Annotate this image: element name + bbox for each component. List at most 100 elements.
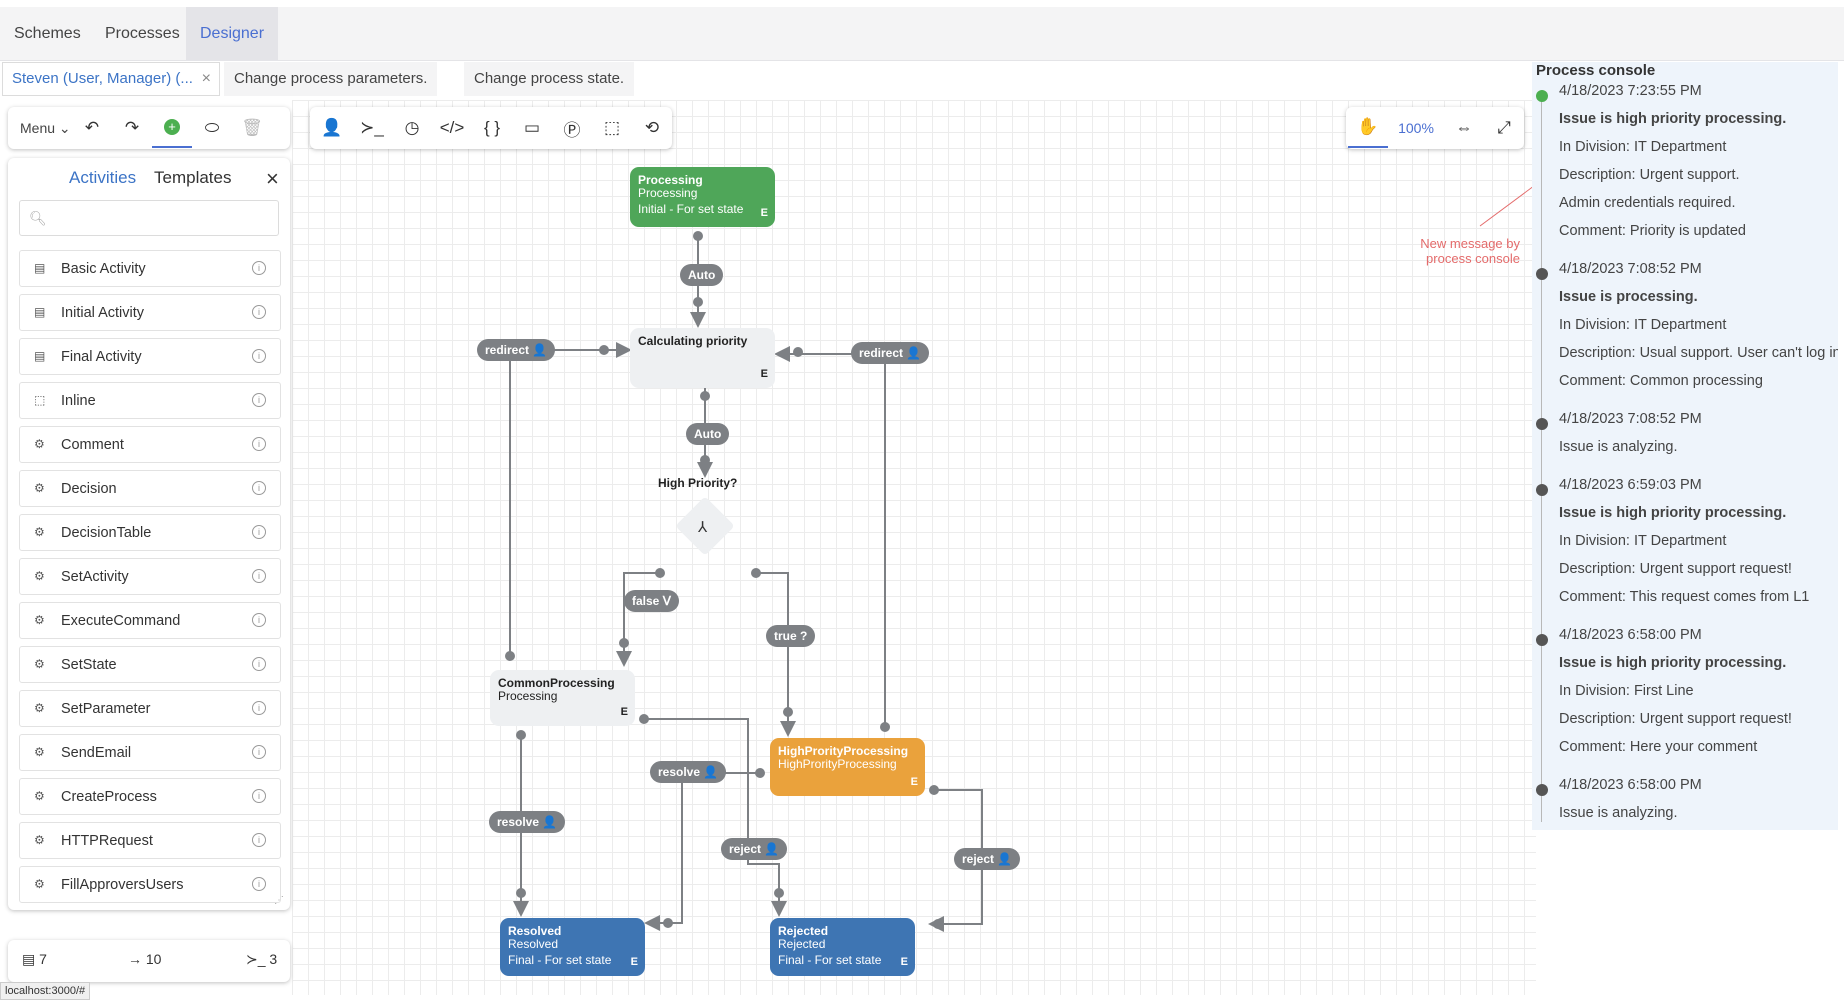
transition-label-redirect[interactable]: redirect 👤 bbox=[851, 342, 930, 364]
menu-dropdown[interactable]: Menu ⌄ bbox=[8, 120, 72, 137]
info-icon[interactable]: i bbox=[252, 393, 266, 407]
braces-icon: { } bbox=[483, 118, 501, 137]
info-icon[interactable]: i bbox=[252, 569, 266, 583]
info-icon[interactable]: i bbox=[252, 745, 266, 759]
console-message: In Division: IT Department bbox=[1559, 139, 1727, 155]
console-message: Issue is analyzing. bbox=[1559, 805, 1678, 821]
transition-label-true[interactable]: true ? bbox=[766, 625, 816, 647]
tab-templates[interactable]: Templates bbox=[154, 168, 232, 187]
resize-handle[interactable]: ⋰ bbox=[274, 895, 284, 906]
node-processing[interactable]: Processing Processing Initial - For set … bbox=[630, 167, 775, 227]
info-icon[interactable]: i bbox=[252, 261, 266, 275]
console-message: In Division: IT Department bbox=[1559, 317, 1727, 333]
info-icon[interactable]: i bbox=[252, 701, 266, 715]
history-button[interactable]: ⟲ bbox=[632, 108, 672, 148]
change-state-link[interactable]: Change process state. bbox=[464, 62, 635, 96]
commands-button[interactable]: ≻_ bbox=[352, 108, 392, 148]
hand-icon: ✋ bbox=[1357, 117, 1379, 136]
console-message: Description: Urgent support request! bbox=[1559, 561, 1792, 577]
user-selector[interactable]: Steven (User, Manager) (... × bbox=[2, 62, 220, 96]
node-calculating-priority[interactable]: Calculating priority E bbox=[630, 328, 775, 388]
activity-label: Decision bbox=[61, 481, 117, 497]
transition-label-auto[interactable]: Auto bbox=[686, 423, 730, 445]
activity-label: Final Activity bbox=[61, 349, 142, 365]
delete-button[interactable]: 🗑 bbox=[232, 108, 272, 148]
terminal-icon: ≻_ bbox=[246, 951, 266, 967]
add-button[interactable]: + bbox=[152, 108, 192, 148]
pan-button[interactable]: ✋ bbox=[1348, 108, 1388, 148]
info-icon[interactable]: i bbox=[252, 525, 266, 539]
tab-schemes[interactable]: Schemes bbox=[14, 25, 81, 42]
timers-button[interactable]: ◷ bbox=[392, 108, 432, 148]
toggle-icon: ⬭ bbox=[204, 118, 220, 137]
transition-label-resolve[interactable]: resolve 👤 bbox=[650, 761, 727, 783]
fit-width-button[interactable]: ⇔ bbox=[1444, 108, 1484, 148]
parameters-button[interactable]: { } bbox=[472, 108, 512, 148]
select-area-button[interactable]: ⬚ bbox=[592, 108, 632, 148]
activity-icon: ▤ bbox=[34, 261, 46, 275]
info-icon[interactable]: i bbox=[252, 613, 266, 627]
comments-button[interactable]: ▭ bbox=[512, 108, 552, 148]
tab-processes[interactable]: Processes bbox=[105, 25, 180, 42]
history-icon: ⟲ bbox=[644, 118, 660, 137]
transition-label-auto[interactable]: Auto bbox=[680, 264, 724, 286]
plugins-button[interactable]: Ⓟ bbox=[552, 108, 592, 148]
node-resolved[interactable]: Resolved Resolved Final - For set state … bbox=[500, 918, 645, 976]
close-icon[interactable]: × bbox=[266, 166, 279, 191]
activity-count-value: 7 bbox=[39, 951, 47, 967]
transition-label-reject[interactable]: reject 👤 bbox=[954, 848, 1021, 870]
transition-label-redirect[interactable]: redirect 👤 bbox=[477, 339, 556, 361]
user-selector-label: Steven (User, Manager) (... bbox=[12, 70, 193, 87]
fullscreen-button[interactable]: ⤢ bbox=[1484, 108, 1524, 148]
node-common-processing[interactable]: CommonProcessing Processing E bbox=[490, 670, 635, 726]
info-icon[interactable]: i bbox=[252, 437, 266, 451]
clock-icon: ◷ bbox=[404, 118, 420, 137]
tab-activities[interactable]: Activities bbox=[69, 168, 137, 187]
node-state: HighProrityProcessing bbox=[778, 757, 897, 771]
info-icon[interactable]: i bbox=[252, 481, 266, 495]
transition-label-false[interactable]: false ⴸ bbox=[624, 590, 679, 612]
actors-button[interactable]: 👤 bbox=[312, 108, 352, 148]
console-message: Description: Urgent support request! bbox=[1559, 711, 1792, 727]
zoom-level[interactable]: 100% bbox=[1398, 120, 1434, 136]
transition-label-resolve[interactable]: resolve 👤 bbox=[489, 811, 566, 833]
plus-icon: + bbox=[164, 119, 180, 135]
info-icon[interactable]: i bbox=[252, 305, 266, 319]
info-icon[interactable]: i bbox=[252, 657, 266, 671]
node-rejected[interactable]: Rejected Rejected Final - For set state … bbox=[770, 918, 915, 976]
undo-button[interactable]: ↶ bbox=[72, 108, 112, 148]
search-input[interactable]: 🔍︎ bbox=[19, 200, 279, 236]
info-icon[interactable]: i bbox=[252, 877, 266, 891]
info-icon[interactable]: i bbox=[252, 349, 266, 363]
menu-label: Menu bbox=[20, 119, 56, 136]
code-actions-button[interactable]: </> bbox=[432, 108, 472, 148]
node-high-priority-processing[interactable]: HighProrityProcessing HighProrityProcess… bbox=[770, 738, 925, 796]
close-icon[interactable]: × bbox=[201, 70, 211, 87]
designer-canvas[interactable] bbox=[292, 100, 1536, 995]
activity-label: CreateProcess bbox=[61, 789, 157, 805]
info-icon[interactable]: i bbox=[252, 833, 266, 847]
redo-button[interactable]: ↷ bbox=[112, 108, 152, 148]
change-parameters-link[interactable]: Change process parameters. bbox=[224, 62, 438, 96]
info-icon[interactable]: i bbox=[252, 789, 266, 803]
transition-label-reject[interactable]: reject 👤 bbox=[721, 838, 788, 860]
activity-label: DecisionTable bbox=[61, 525, 152, 541]
toggle-button[interactable]: ⬭ bbox=[192, 108, 232, 148]
tab-designer[interactable]: Designer bbox=[186, 7, 279, 61]
